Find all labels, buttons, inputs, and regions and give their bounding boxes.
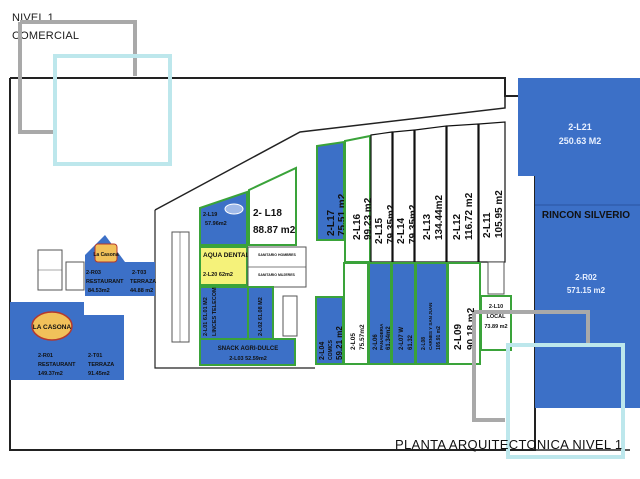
svg-text:2-R03: 2-R03: [86, 270, 101, 276]
unit-l20[interactable]: AQUA DENTAL SPA 2-L20 62m2: [199, 246, 264, 286]
svg-text:2-R01: 2-R01: [38, 353, 53, 359]
svg-text:2-L11: 2-L11: [482, 212, 493, 238]
unit-l01[interactable]: 2-L01 61.01 M2 LINCES TELECOM: [199, 286, 249, 340]
svg-text:99.23 m2: 99.23 m2: [363, 197, 374, 240]
svg-text:2-L08: 2-L08: [421, 337, 427, 350]
unit-l13[interactable]: 2-L13 134.44m2: [414, 125, 447, 263]
svg-text:73.89 m2: 73.89 m2: [484, 324, 507, 330]
unit-l05[interactable]: 2-L05 75.57m2: [343, 262, 369, 365]
unit-l04[interactable]: 2-L04 COMICS 59.21 m2: [315, 296, 344, 365]
svg-text:2-L21: 2-L21: [568, 122, 592, 132]
svg-text:2-L09: 2-L09: [453, 323, 464, 350]
sanitary-block: SANITARIO HOMBRES SANITARIO MUJERES: [247, 246, 307, 288]
svg-text:SANITARIO MUJERES: SANITARIO MUJERES: [258, 273, 296, 277]
unit-l12[interactable]: 2-L12 116.72 m2: [446, 123, 479, 263]
svg-text:91.45m2: 91.45m2: [88, 371, 110, 377]
svg-text:RESTAURANT: RESTAURANT: [86, 279, 124, 285]
svg-text:2-T01: 2-T01: [88, 353, 102, 359]
svg-text:LOCAL: LOCAL: [487, 314, 507, 320]
svg-text:2-L12: 2-L12: [452, 213, 463, 240]
unit-l10[interactable]: 2-L10 LOCAL 73.89 m2: [480, 295, 512, 351]
svg-text:59.21 m2: 59.21 m2: [335, 326, 344, 360]
unit-r03[interactable]: La Casona 2-R03 RESTAURANT 84.53m2: [85, 235, 125, 296]
svg-text:105.95 m2: 105.95 m2: [494, 190, 505, 238]
svg-text:75.57m2: 75.57m2: [359, 324, 366, 350]
svg-text:61.34m2: 61.34m2: [386, 326, 392, 350]
unit-l18[interactable]: 2- L18 88.87 m2: [248, 166, 297, 246]
svg-text:2-L01 61.01 M2: 2-L01 61.01 M2: [203, 297, 209, 336]
svg-text:2-L06: 2-L06: [373, 334, 379, 350]
unit-l11[interactable]: 2-L11 105.95 m2: [478, 121, 506, 263]
unit-l03[interactable]: SNACK AGRI-DULCE 2-L03 52.59m2: [199, 338, 296, 366]
unit-l06[interactable]: 2-L06 PANADERIA 61.34m2: [368, 262, 392, 365]
svg-text:La Casona: La Casona: [93, 252, 119, 258]
svg-text:2-L20 62m2: 2-L20 62m2: [203, 272, 233, 278]
svg-text:79.35m2: 79.35m2: [386, 204, 397, 244]
svg-text:2- L18: 2- L18: [253, 208, 282, 219]
svg-text:LA CASONA: LA CASONA: [33, 324, 72, 331]
svg-text:2-L02 61.08 M2: 2-L02 61.08 M2: [258, 297, 264, 336]
svg-text:2-L16: 2-L16: [352, 213, 363, 240]
svg-text:AQUA DENTAL SPA: AQUA DENTAL SPA: [203, 252, 264, 259]
svg-text:75.51 m2: 75.51 m2: [337, 193, 348, 236]
svg-text:79.35m2: 79.35m2: [408, 204, 419, 244]
svg-text:TERRAZA: TERRAZA: [88, 362, 114, 368]
svg-text:SNACK AGRI-DULCE: SNACK AGRI-DULCE: [218, 346, 278, 352]
svg-text:2-L19: 2-L19: [203, 212, 217, 218]
svg-text:84.53m2: 84.53m2: [88, 288, 110, 294]
svg-text:CARNES Y SAN JUAN: CARNES Y SAN JUAN: [428, 303, 433, 350]
svg-text:2-L15: 2-L15: [374, 217, 385, 244]
unit-t03[interactable]: 2-T03 TERRAZA 44.88 m2: [125, 262, 156, 296]
svg-text:2-L17: 2-L17: [326, 209, 337, 236]
svg-text:571.15 m2: 571.15 m2: [567, 286, 606, 295]
svg-text:2-R02: 2-R02: [575, 273, 597, 282]
unit-l19[interactable]: 2-L19 57.96m2: [199, 190, 248, 246]
svg-text:250.63 M2: 250.63 M2: [559, 136, 602, 146]
svg-text:2-L03 52.59m2: 2-L03 52.59m2: [229, 356, 267, 362]
unit-l16[interactable]: 2-L16 99.23 m2: [344, 134, 374, 263]
svg-text:134.44m2: 134.44m2: [434, 195, 445, 240]
svg-text:TERRAZA: TERRAZA: [130, 279, 156, 285]
unit-l02[interactable]: 2-L02 61.08 M2: [247, 286, 274, 340]
svg-text:2-L14: 2-L14: [396, 217, 407, 244]
svg-text:SANITARIO HOMBRES: SANITARIO HOMBRES: [258, 253, 297, 257]
svg-text:116.72 m2: 116.72 m2: [464, 192, 475, 240]
overlay-top-left: [18, 20, 172, 166]
svg-text:PANADERIA: PANADERIA: [379, 323, 384, 350]
svg-text:44.88 m2: 44.88 m2: [130, 288, 153, 294]
svg-text:COMICS: COMICS: [328, 339, 334, 360]
svg-text:149.37m2: 149.37m2: [38, 371, 63, 377]
svg-text:61.32: 61.32: [408, 334, 414, 350]
svg-text:105.91 m2: 105.91 m2: [436, 326, 442, 350]
escalator: [171, 231, 190, 343]
zone-label: COMERCIAL: [12, 30, 80, 42]
svg-text:2-L10: 2-L10: [489, 304, 503, 310]
svg-text:2-T03: 2-T03: [132, 270, 146, 276]
unit-l07[interactable]: 2-L07 W 61.32: [391, 262, 416, 365]
svg-text:RINCON SILVERIO: RINCON SILVERIO: [542, 210, 630, 221]
unit-r01[interactable]: LA CASONA 2-R01 RESTAURANT 149.37m2: [10, 302, 84, 380]
overlay-bottom-right: [472, 310, 625, 459]
unit-l17[interactable]: 2-L17 75.51 m2: [316, 140, 348, 241]
unit-l21[interactable]: 2-L21 250.63 M2: [518, 78, 640, 176]
svg-text:2-L05: 2-L05: [350, 333, 357, 350]
svg-text:90.18 m2: 90.18 m2: [466, 307, 477, 350]
svg-text:2-L07 W: 2-L07 W: [399, 327, 405, 350]
svg-text:LINCES TELECOM: LINCES TELECOM: [212, 287, 218, 336]
svg-text:57.96m2: 57.96m2: [205, 221, 227, 227]
svg-text:2-L13: 2-L13: [422, 213, 433, 240]
unit-t01[interactable]: 2-T01 TERRAZA 91.45m2: [84, 315, 124, 380]
svg-text:88.87 m2: 88.87 m2: [253, 225, 296, 236]
plan-title: PLANTA ARQUITECTONICA NIVEL 1: [395, 437, 623, 452]
svg-text:2-L04: 2-L04: [319, 342, 326, 360]
svg-text:RESTAURANT: RESTAURANT: [38, 362, 76, 368]
unit-l08[interactable]: 2-L08 CARNES Y SAN JUAN 105.91 m2: [415, 262, 448, 365]
